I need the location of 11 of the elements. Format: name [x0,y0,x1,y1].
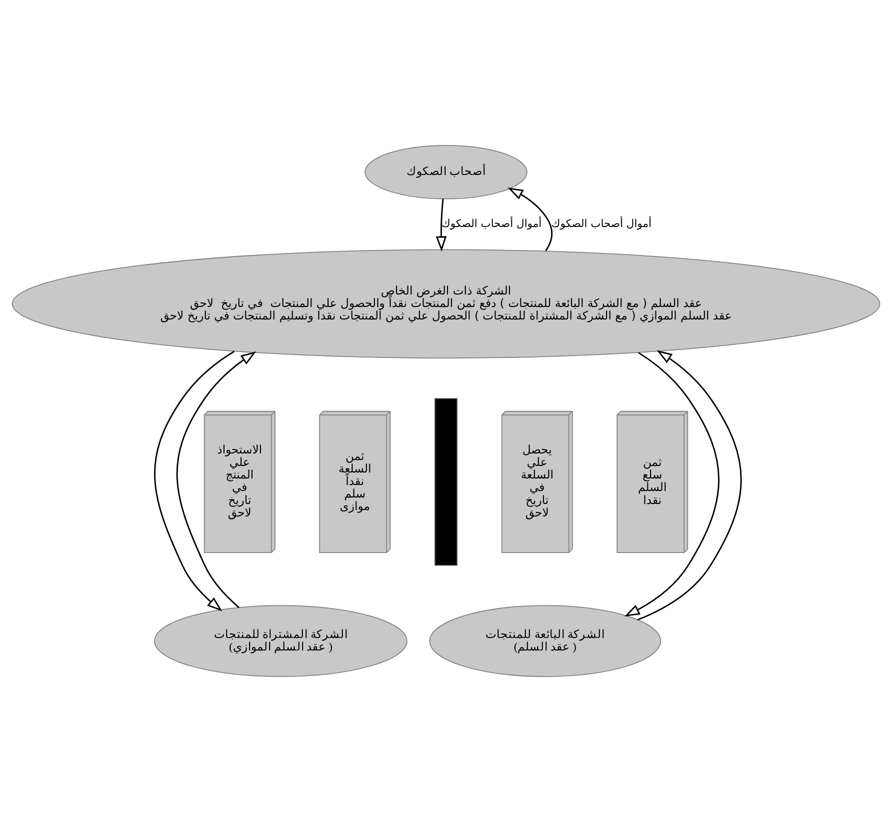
arrow [176,352,256,608]
arrow [624,352,720,617]
node-bar [434,398,458,566]
node-ellipse: الشركة المشتراة للمنتجات (عقد السلم الموازي ) [154,605,408,677]
node-ellipse: الشركة ذات الغرض الخاص عقد السلم ( مع الشركة البائعة للمنتجات ) دفع ثمن المنتجات نقداً والحصول علي المنتجات في تاريخ لاحق عقد السلم الموازي ( مع الشركة المشتراة للمنتجات ) الحصول علي ثمن المنتجات نقدا وتسليم المنتجات في تاريخ لاحق [12,249,880,358]
arrow [436,198,447,252]
edge-label: أموال أصحاب الصكوك [551,216,652,230]
arrow [637,350,742,620]
arrow [508,188,553,252]
edge-label: أموال أصحاب الصكوك [442,216,542,230]
arrow [154,350,235,612]
